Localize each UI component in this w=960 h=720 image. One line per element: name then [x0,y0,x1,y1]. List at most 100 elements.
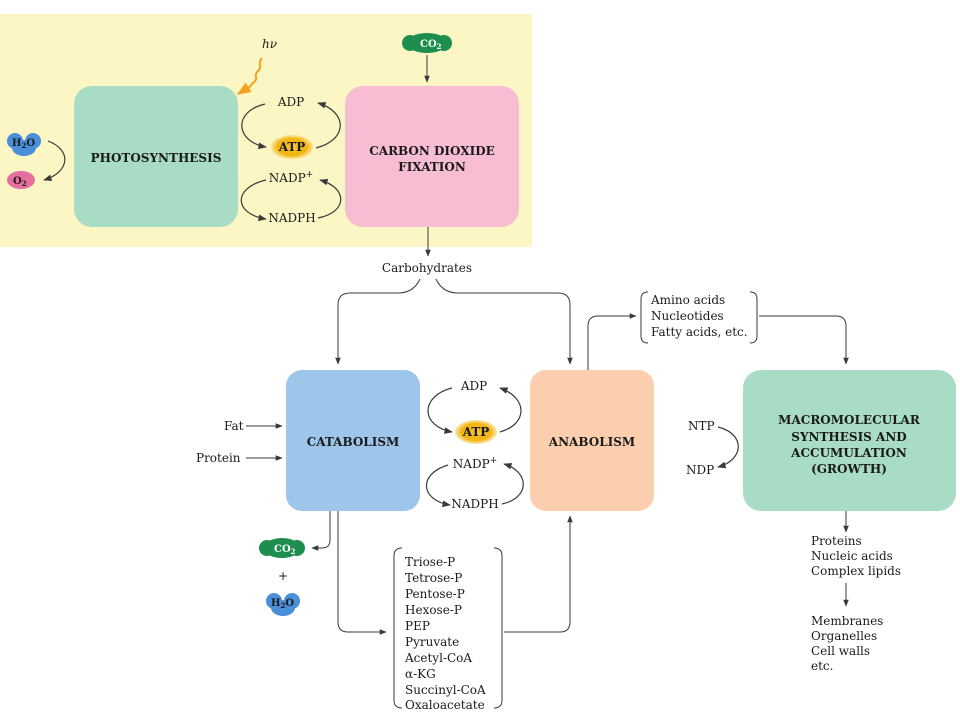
building-blocks-left-bracket [640,291,649,344]
water-top-h: H [12,138,21,149]
water-top-o: O [26,138,35,149]
co2-output-sub: 2 [291,547,296,556]
light-energy-icon: hν [236,37,277,95]
fat-label: Fat [224,419,244,433]
photosynthesis-box: PHOTOSYNTHESIS [74,86,238,227]
light-hv-label: hν [262,37,277,51]
svg-text:O2: O2 [13,176,27,188]
catabolism-to-co2-arrow [311,511,331,551]
co2-fixation-label-line1: CARBON DIOXIDE [369,144,495,158]
carbohydrates-to-anabolism-arrow [435,278,573,365]
co2-top-label: CO [420,39,437,50]
building-block-item: Fatty acids, etc. [651,325,748,339]
intermediate-item: α-KG [405,667,436,681]
macromolecular-synthesis-box: MACROMOLECULAR SYNTHESIS AND ACCUMULATIO… [743,370,956,511]
product-item: Proteins [811,534,862,548]
anabolism-label: ANABOLISM [548,435,635,449]
macromolecular-line: MACROMOLECULAR [778,413,921,427]
water-output-molecule-icon: H2O [266,593,300,616]
svg-text:H2O: H2O [12,138,35,150]
intermediate-item: Hexose-P [405,603,462,617]
structure-item: etc. [811,659,833,673]
top-nadp-label: NADP+ [269,170,313,185]
products-list: Proteins Nucleic acids Complex lipids [811,534,901,578]
co2-output-molecule-icon: CO2 [259,538,305,558]
intermediates-left-bracket [393,547,403,709]
ntp-to-ndp-arrow [717,426,739,469]
building-block-item: Amino acids [650,293,725,307]
structures-list: Membranes Organelles Cell walls etc. [811,614,883,673]
top-atp-label: ATP [278,140,306,154]
intermediate-item: Pyruvate [405,635,459,649]
plus-sign: + [278,569,288,583]
carbohydrates-to-catabolism-arrow [335,278,421,365]
water-output-h: H [271,598,280,609]
oxygen-molecule-icon: O2 [7,171,35,189]
building-blocks-to-macromolecular-arrow [759,315,849,365]
svg-text:H2O: H2O [271,598,294,610]
water-top-sub: 2 [21,141,26,150]
water-to-oxygen-arrow [43,140,66,181]
anabolism-box: ANABOLISM [530,370,654,511]
carbon-dioxide-fixation-box: CARBON DIOXIDE FIXATION [345,86,519,227]
product-item: Nucleic acids [811,549,893,563]
intermediate-item: Succinyl-CoA [405,683,486,697]
structure-item: Membranes [811,614,883,628]
macromolecular-line: (GROWTH) [811,462,887,476]
top-nadp-to-nadph-arrow [240,179,267,222]
anabolism-to-building-blocks-arrow [587,313,637,370]
intermediate-item: Oxaloacetate [405,698,485,712]
building-blocks-list: Amino acids Nucleotides Fatty acids, etc… [650,293,748,339]
svg-text:CO2: CO2 [420,39,442,51]
intermediate-item: Acetyl-CoA [404,651,472,665]
intermediate-item: Pentose-P [405,587,465,601]
building-blocks-right-bracket [749,291,758,344]
top-nadph-to-nadp-arrow [317,178,342,219]
macromolecular-line: SYNTHESIS AND [791,430,906,444]
macromolecular-line: ACCUMULATION [790,446,907,460]
co2-output-label: CO [274,544,291,555]
ntp-label: NTP [688,419,715,433]
protein-label: Protein [196,451,241,465]
top-adp-label: ADP [277,95,304,109]
top-adp-to-atp-arrow [241,103,267,150]
mid-nadp-to-nadph-arrow [425,464,451,508]
o2-top-label: O [13,176,22,187]
product-item: Complex lipids [811,564,901,578]
photosynthesis-label: PHOTOSYNTHESIS [91,151,222,165]
catabolism-box: CATABOLISM [286,370,420,511]
mid-atp-label: ATP [462,425,490,439]
mid-nadph-label: NADPH [451,497,498,511]
structure-item: Cell walls [811,644,870,658]
mid-nadph-to-nadp-arrow [501,463,524,505]
o2-top-sub: 2 [22,179,27,188]
building-block-item: Nucleotides [651,309,724,323]
water-output-sub: 2 [280,601,285,610]
mid-atp-glow: ATP [455,420,497,444]
carbohydrates-label: Carbohydrates [382,261,472,275]
intermediates-right-bracket [493,547,503,709]
mid-nadp-label: NADP+ [453,456,497,471]
top-nadph-label: NADPH [268,211,315,225]
mid-adp-to-atp-arrow [427,387,453,434]
intermediate-item: Triose-P [405,555,455,569]
co2-fixation-label-line2: FIXATION [398,160,466,174]
top-atp-glow: ATP [271,135,313,159]
catabolism-to-intermediates-arrow [337,511,387,635]
catabolism-label: CATABOLISM [307,435,400,449]
water-output-o: O [285,598,294,609]
intermediate-item: PEP [405,619,430,633]
intermediates-list: Triose-P Tetrose-P Pentose-P Hexose-P PE… [404,555,486,712]
intermediates-to-anabolism-arrow [504,515,573,633]
structure-item: Organelles [811,629,877,643]
co2-top-sub: 2 [437,42,442,51]
mid-atp-to-adp-arrow [499,387,522,433]
intermediate-item: Tetrose-P [405,571,462,585]
water-molecule-icon: H2O [7,133,41,156]
top-atp-to-adp-arrow [315,101,341,149]
ndp-label: NDP [686,463,714,477]
mid-adp-label: ADP [460,379,487,393]
co2-molecule-icon: CO2 [402,33,452,53]
svg-text:CO2: CO2 [274,544,296,556]
